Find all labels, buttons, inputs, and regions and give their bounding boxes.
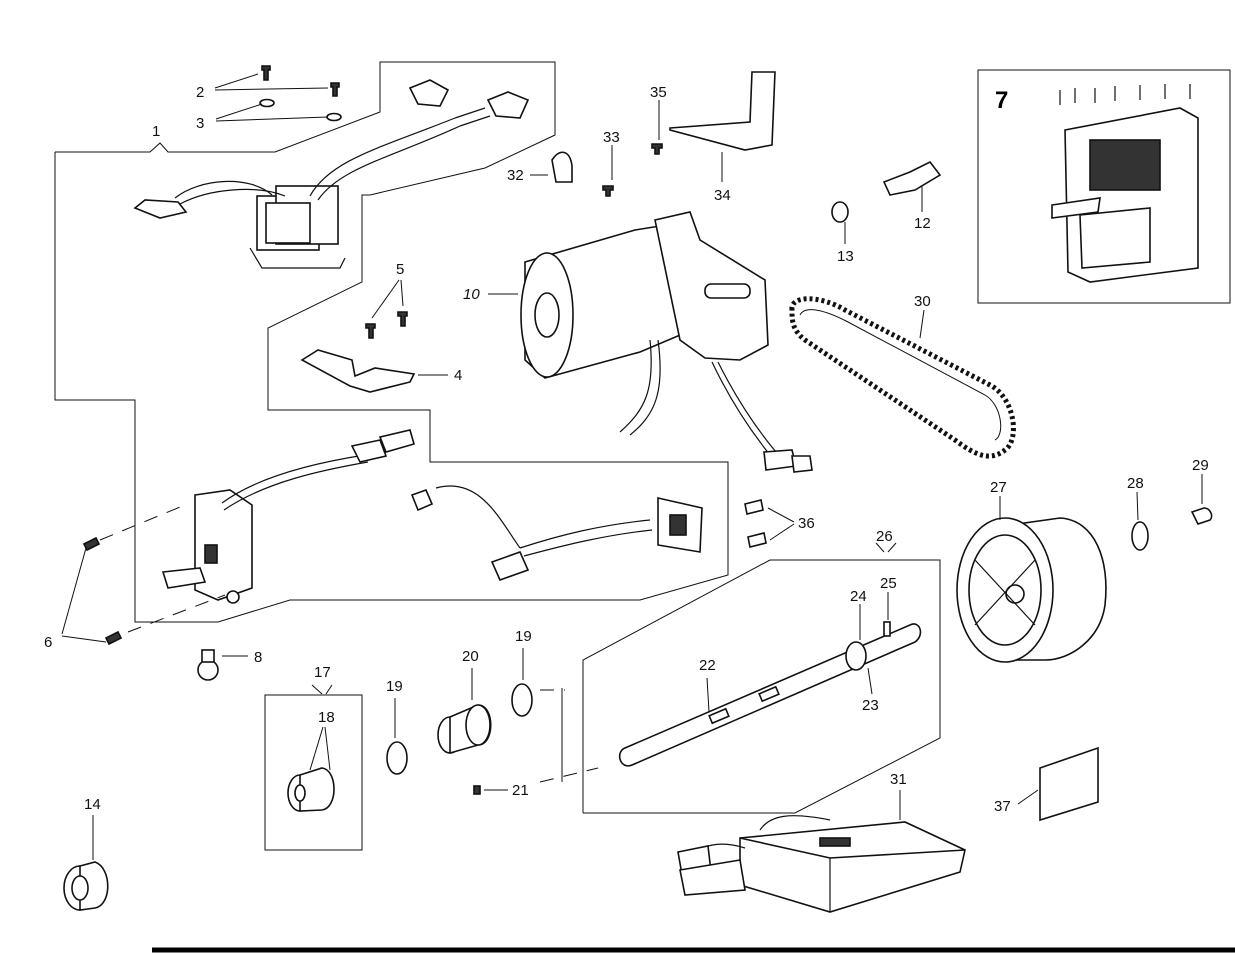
callout-5: 5	[396, 261, 404, 278]
callout-3: 3	[196, 115, 204, 132]
callout-25: 25	[880, 575, 897, 592]
knob-14	[63, 861, 109, 911]
callout-4: 4	[454, 367, 462, 384]
power-cord	[410, 485, 703, 582]
washer-19a	[386, 741, 408, 775]
belt-30	[789, 296, 1016, 459]
collar-24	[845, 641, 867, 671]
callout-18: 18	[318, 709, 335, 726]
washer-3-parts	[259, 98, 342, 122]
transformer	[133, 79, 530, 269]
bracket-4	[300, 349, 416, 393]
callout-19a: 19	[386, 678, 403, 695]
screw-29	[1190, 507, 1213, 525]
callout-8: 8	[254, 649, 262, 666]
bushing-20	[437, 704, 492, 755]
group-17-outline	[264, 694, 363, 851]
callout-35: 35	[650, 84, 667, 101]
callout-1: 1	[152, 123, 160, 140]
callout-14: 14	[84, 796, 101, 813]
screw-5-parts	[365, 311, 408, 339]
callout-22: 22	[699, 657, 716, 674]
part-12	[882, 160, 942, 196]
callout-29: 29	[1192, 457, 1209, 474]
foot-controller-31	[677, 815, 966, 913]
callout-33: 33	[603, 129, 620, 146]
screw-36a	[744, 499, 764, 515]
callout-13: 13	[837, 248, 854, 265]
serger-machine-illustration	[1051, 84, 1199, 283]
screw-2-parts	[261, 65, 340, 97]
callout-21: 21	[512, 782, 529, 799]
pin-25	[883, 621, 891, 637]
inset-frame	[977, 69, 1231, 304]
callout-23: 23	[862, 697, 879, 714]
callout-36: 36	[798, 515, 815, 532]
plate-34	[669, 71, 776, 151]
washer-13	[831, 201, 849, 223]
callout-31: 31	[890, 771, 907, 788]
callout-34: 34	[714, 187, 731, 204]
callout-19b: 19	[515, 628, 532, 645]
group-26-outline	[582, 559, 941, 814]
group-1-outline	[54, 61, 729, 623]
callout-27: 27	[990, 479, 1007, 496]
screw-33	[602, 185, 614, 197]
washer-28	[1131, 521, 1149, 551]
collar-18	[287, 767, 335, 812]
callout-2: 2	[196, 84, 204, 101]
light-bulb-8	[197, 649, 219, 681]
pulley-27	[956, 517, 1107, 663]
callout-6: 6	[44, 634, 52, 651]
screw-36b	[747, 532, 767, 548]
callout-12: 12	[914, 215, 931, 232]
callout-26: 26	[876, 528, 893, 545]
switch-bracket	[161, 429, 415, 604]
inset-number: 7	[995, 87, 1008, 114]
part-21	[473, 785, 481, 795]
washer-19b	[511, 683, 533, 717]
clip-32	[551, 151, 573, 183]
screw-35	[651, 143, 663, 155]
callout-24: 24	[850, 588, 867, 605]
callout-37: 37	[994, 798, 1011, 815]
card-37	[1039, 746, 1099, 822]
callout-17: 17	[314, 664, 331, 681]
callout-30: 30	[914, 293, 931, 310]
callout-32: 32	[507, 167, 524, 184]
callout-28: 28	[1127, 475, 1144, 492]
callout-10: 10	[463, 286, 480, 303]
motor-10	[520, 211, 813, 473]
callout-20: 20	[462, 648, 479, 665]
